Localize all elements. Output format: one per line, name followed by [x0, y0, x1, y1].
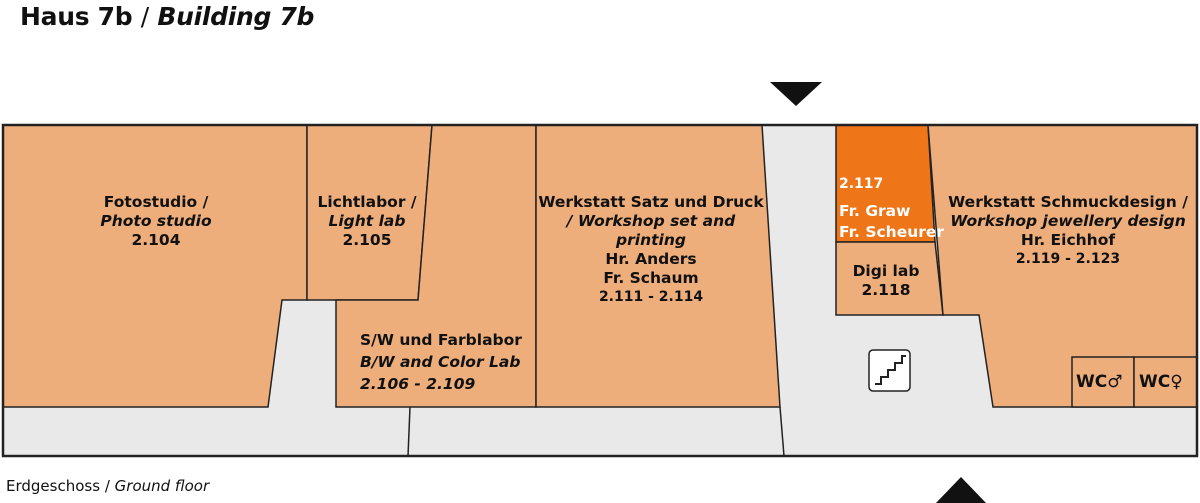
- wc-men-label: WC♂: [1076, 372, 1122, 392]
- entrance-arrow-up-icon: [936, 477, 986, 503]
- room-wc-women[interactable]: [1133, 356, 1198, 408]
- schmuck-number: 2.119 - 2.123: [1015, 251, 1121, 267]
- schmuck-person: Hr. Eichhof: [1020, 231, 1116, 249]
- schmuck-name: Werkstatt Schmuckdesign /: [948, 193, 1188, 211]
- building-title: Haus 7b / Building 7b: [20, 2, 314, 31]
- building-outline: [1, 123, 1199, 458]
- graw-person-2: Fr. Scheurer: [839, 223, 945, 241]
- werkstatt-druck-person-2: Fr. Schaum: [603, 269, 699, 287]
- building-title-separator: /: [140, 2, 149, 31]
- farblabor-name-en: B/W and Color Lab: [360, 353, 521, 371]
- wc-men-text: WC: [1076, 372, 1108, 392]
- label-werkstatt-druck: Werkstatt Satz und Druck / Workshop set …: [538, 193, 763, 307]
- building-title-en: Building 7b: [157, 2, 315, 31]
- farblabor-number: 2.106 - 2.109: [360, 375, 476, 393]
- label-schmuck: Werkstatt Schmuckdesign / Workshop jewel…: [948, 193, 1188, 269]
- label-fotostudio: Fotostudio / Photo studio 2.104: [100, 193, 211, 250]
- werkstatt-druck-name: Werkstatt Satz und Druck: [538, 193, 764, 211]
- werkstatt-druck-name-en-2: printing: [616, 231, 686, 249]
- floor-caption-de: Erdgeschoss: [6, 477, 101, 495]
- graw-number: 2.117: [839, 176, 884, 192]
- digilab-number: 2.118: [861, 281, 911, 299]
- schmuck-name-en: Workshop jewellery design: [950, 212, 1186, 230]
- building-title-de: Haus 7b: [20, 2, 133, 31]
- floor-caption-en: Ground floor: [114, 477, 210, 495]
- label-digilab: Digi lab 2.118: [853, 262, 920, 300]
- werkstatt-druck-name-en-1: / Workshop set and: [566, 212, 736, 230]
- fotostudio-name: Fotostudio /: [103, 193, 209, 211]
- werkstatt-druck-person-1: Hr. Anders: [605, 250, 697, 268]
- graw-person-1: Fr. Graw: [839, 202, 911, 220]
- label-graw: 2.117 Fr. Graw Fr. Scheurer: [839, 174, 944, 243]
- room-fotostudio[interactable]: [2, 124, 308, 408]
- corridor-wall-right: [779, 406, 785, 457]
- corridor-wall-left: [407, 406, 411, 457]
- female-symbol-icon: ♀: [1170, 372, 1183, 392]
- floor-caption-separator: /: [104, 477, 110, 495]
- fotostudio-number: 2.104: [131, 231, 181, 249]
- label-lichtlabor: Lichtlabor / Light lab 2.105: [317, 193, 416, 250]
- werkstatt-druck-number: 2.111 - 2.114: [598, 289, 704, 305]
- wc-women-label: WC♀: [1139, 372, 1183, 392]
- lichtlabor-name-en: Light lab: [328, 212, 406, 230]
- lichtlabor-number: 2.105: [342, 231, 392, 249]
- male-symbol-icon: ♂: [1107, 372, 1123, 392]
- floor-caption: Erdgeschoss / Ground floor: [6, 477, 209, 495]
- fotostudio-name-en: Photo studio: [100, 212, 212, 230]
- wc-women-text: WC: [1139, 372, 1171, 392]
- digilab-name: Digi lab: [852, 262, 920, 280]
- stairs-icon[interactable]: [868, 349, 911, 392]
- entrance-arrow-down-icon: [770, 82, 822, 106]
- label-farblabor: S/W und Farblabor B/W and Color Lab 2.10…: [360, 329, 522, 395]
- lichtlabor-name: Lichtlabor /: [317, 193, 417, 211]
- farblabor-name: S/W und Farblabor: [360, 331, 522, 349]
